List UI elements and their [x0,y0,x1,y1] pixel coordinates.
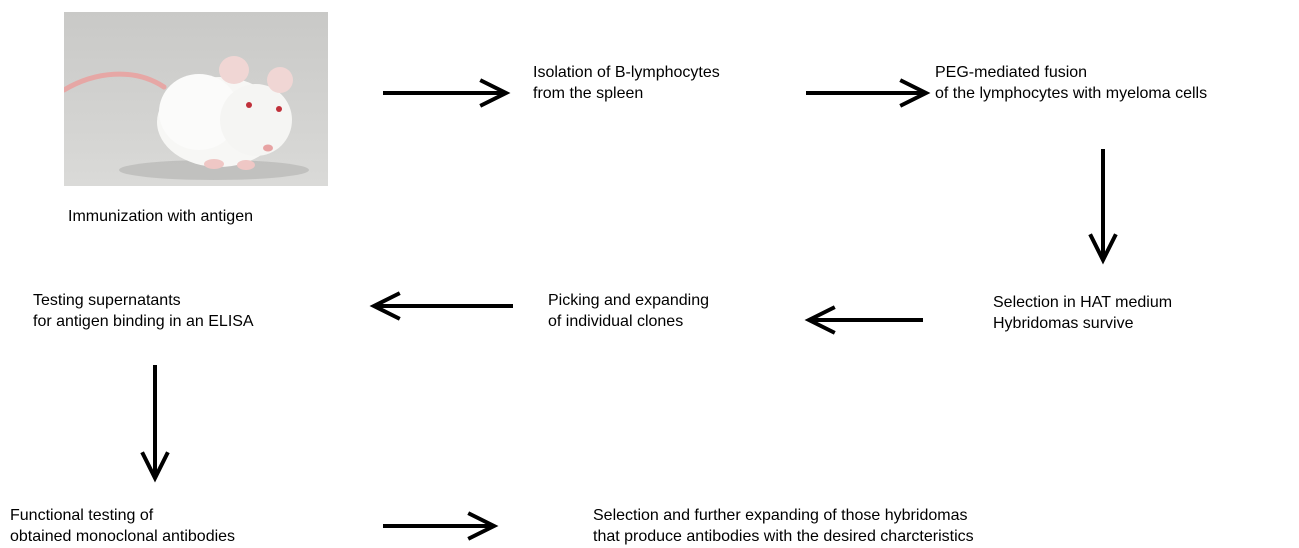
testing-line-2: for antigen binding in an ELISA [33,313,254,330]
arrow-down-2 [140,365,170,483]
step-isolation: Isolation of B-lymphocytes from the sple… [533,62,720,104]
arrow-right-1 [383,78,511,108]
arrow-left-2 [369,291,513,321]
immunization-label: Immunization with antigen [68,208,253,225]
step-selection-hat: Selection in HAT medium Hybridomas survi… [993,292,1172,334]
mouse-illustration [64,56,309,180]
step-final-selection: Selection and further expanding of those… [593,505,974,547]
functional-line-1: Functional testing of [10,507,154,524]
step-functional: Functional testing of obtained monoclona… [10,505,235,547]
picking-line-2: of individual clones [548,313,684,330]
fusion-line-1: PEG-mediated fusion [935,64,1088,81]
step-picking: Picking and expanding of individual clon… [548,290,709,332]
isolation-line-2: from the spleen [533,85,644,102]
final-selection-line-1: Selection and further expanding of those… [593,507,968,524]
arrow-down-1 [1088,149,1118,265]
picking-line-1: Picking and expanding [548,292,710,309]
testing-line-1: Testing supernatants [33,292,181,309]
selection-hat-line-2: Hybridomas survive [993,315,1134,332]
mouse-photo [64,12,328,186]
selection-hat-line-1: Selection in HAT medium [993,294,1173,311]
step-testing: Testing supernatants for antigen binding… [33,290,254,332]
arrow-left-1 [804,305,923,335]
isolation-line-1: Isolation of B-lymphocytes [533,64,720,81]
arrow-right-2 [806,78,931,108]
step-fusion: PEG-mediated fusion of the lymphocytes w… [935,62,1207,104]
arrow-right-3 [383,511,499,541]
final-selection-line-2: that produce antibodies with the desired… [593,528,974,545]
fusion-line-2: of the lymphocytes with myeloma cells [935,85,1208,102]
functional-line-2: obtained monoclonal antibodies [10,528,236,545]
step-immunization: Immunization with antigen [68,206,253,227]
